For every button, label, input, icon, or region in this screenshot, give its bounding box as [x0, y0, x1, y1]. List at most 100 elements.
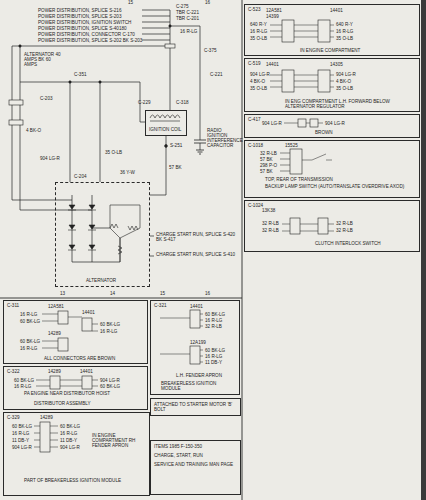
alternator-box: ALTERNATOR — [55, 182, 150, 287]
capacitor-symbol — [194, 140, 206, 154]
diode-symbol — [68, 210, 96, 250]
harness-connector — [190, 310, 200, 328]
wire-label: 57 BK — [260, 157, 273, 162]
diode-symbol — [69, 205, 95, 249]
page-edge — [421, 0, 426, 500]
node-note: BROWN — [315, 130, 333, 135]
connector-symbol — [165, 44, 175, 48]
wire-label: 16 R-LG — [100, 329, 117, 334]
wire-label: POWER DISTRIBUTION, CONNECTOR C-170 — [38, 32, 135, 37]
wire-label: 32 R-LB — [336, 228, 353, 233]
wire-label: 60 BK-LG — [100, 322, 120, 327]
coil-winding — [150, 115, 180, 121]
wire-label: 14289 — [40, 415, 53, 420]
wire-label: C-275 — [176, 4, 189, 9]
lead-line — [270, 25, 334, 37]
harness-connector — [50, 376, 60, 389]
lead-line — [282, 224, 334, 231]
wire-label: RADIO IGNITION INTERFERENCE CAPACITOR — [207, 128, 239, 148]
wire-label: 14 — [110, 291, 115, 296]
wire-label: 16 — [205, 291, 210, 296]
wire-label: 16 R-LG — [20, 346, 37, 351]
stator-winding — [110, 205, 140, 228]
lead-line — [270, 75, 334, 87]
lead-line — [160, 314, 203, 362]
lead-line — [42, 314, 98, 348]
node-note: CHARGE, START, RUN — [154, 453, 238, 458]
wire-label: 60 BK-LG — [20, 339, 40, 344]
wire — [142, 10, 170, 110]
wire-label: TBR C-221 — [176, 10, 199, 15]
node-heading: ITEMS 1985 F-150-350 — [154, 444, 238, 449]
node-heading: ATTACHED TO STARTER MOTOR 'B' BOLT — [154, 402, 238, 412]
harness-connector — [318, 70, 330, 92]
wire-label: POWER DISTRIBUTION, SPLICE S-216 — [38, 8, 121, 13]
wire-label: 16 R-LG — [14, 384, 31, 389]
wire-label: 32 R-LB — [260, 151, 277, 156]
junction-dot — [19, 45, 21, 47]
wire-label: 13 — [60, 291, 65, 296]
node-heading: C-322 — [7, 369, 20, 374]
wire-label: C-351 — [74, 72, 87, 77]
wire-label: 16 — [205, 0, 210, 5]
wire-label: 4 BK-O — [26, 128, 41, 133]
wire-label: 904 LG-R — [40, 156, 60, 161]
wire — [12, 46, 170, 210]
wire-label: C-318 — [176, 100, 189, 105]
connector-symbol — [9, 44, 175, 125]
wire-label: POWER DISTRIBUTION, SPLICE S-203 — [38, 14, 121, 19]
wire-label: 32 R-LB — [205, 324, 222, 329]
capacitor-symbol — [194, 140, 206, 154]
wire-label: 16 R-LG — [12, 431, 29, 436]
wire-label: 57 BK — [260, 169, 273, 174]
wire-label: 904 LG-R — [262, 121, 282, 126]
wire-label: 14401 — [266, 62, 279, 67]
node-note: IN ENG COMPARTMENT L.H. FORWARD BELOW AL… — [285, 99, 415, 109]
node-heading: C-417 — [248, 117, 261, 122]
node-note: L.H. FENDER APRON — [176, 373, 222, 378]
node-heading: C-523 — [248, 7, 261, 12]
wire-label: TBR C-201 — [176, 16, 199, 21]
wire-label: 16 R-LG — [250, 29, 267, 34]
stator-winding — [110, 224, 138, 254]
ignition-coil: IGNITION COIL — [145, 110, 187, 136]
node-heading: C-1024 — [248, 203, 263, 208]
harness-connector — [298, 119, 306, 127]
node-note: BACKUP LAMP SWITCH (AUTO/TRANSLATE OVERD… — [265, 184, 405, 189]
wire-label: C-204 — [74, 174, 87, 179]
wire-label: 14401 — [330, 8, 343, 13]
harness-connector — [290, 149, 302, 174]
wire-label: 16 R-LG — [205, 354, 222, 359]
harness-connector — [310, 119, 318, 127]
wire-label: 35 O-LB — [336, 36, 353, 41]
harness-connector — [282, 70, 294, 92]
wire-label: 60 BK-LG — [205, 348, 225, 353]
connector-panel: C-321L.H. FENDER APRONBREAKERLESS IGNITI… — [150, 300, 240, 395]
wire-label: 14399 — [266, 14, 279, 19]
stator-winding — [110, 205, 140, 262]
wire-label: 298 P-O — [260, 163, 277, 168]
wire-label: 12A581 — [266, 8, 282, 13]
node-note: IN ENGINE COMPARTMENT RH FENDER APRON — [92, 433, 147, 448]
connector-symbol — [9, 100, 23, 105]
wire-label: CHARGE START RUN, SPLICE S-420 BK S-417 — [156, 232, 236, 242]
wire-label: CHARGE START RUN, SPLICE S-410 — [156, 252, 236, 257]
diode-symbol — [68, 205, 96, 250]
wire-label: 32 R-LB — [262, 228, 279, 233]
junction-dot — [99, 81, 101, 83]
node-heading: C-311 — [7, 303, 19, 308]
wire-label: POWER DISTRIBUTION, IGNITION SWITCH — [38, 20, 131, 25]
node-heading: C-329 — [7, 415, 20, 420]
wire-label: POWER DISTRIBUTION, SPLICE S-40180 — [38, 26, 127, 31]
wire-label: 640 R-Y — [250, 22, 267, 27]
wire-label: 904 LG-R — [100, 378, 120, 383]
harness-connector — [318, 218, 328, 234]
node-heading: ALTERNATOR — [86, 278, 116, 283]
section-divider — [0, 0, 242, 500]
node-heading: C-321 — [154, 303, 167, 308]
wire-label: S-251 — [170, 143, 182, 148]
wire-label: 35 O-LB — [105, 150, 122, 155]
harness-connector — [282, 20, 294, 42]
wire-label: 11 DB-Y — [205, 360, 222, 365]
wire-label: 904 LG-R — [250, 72, 270, 77]
